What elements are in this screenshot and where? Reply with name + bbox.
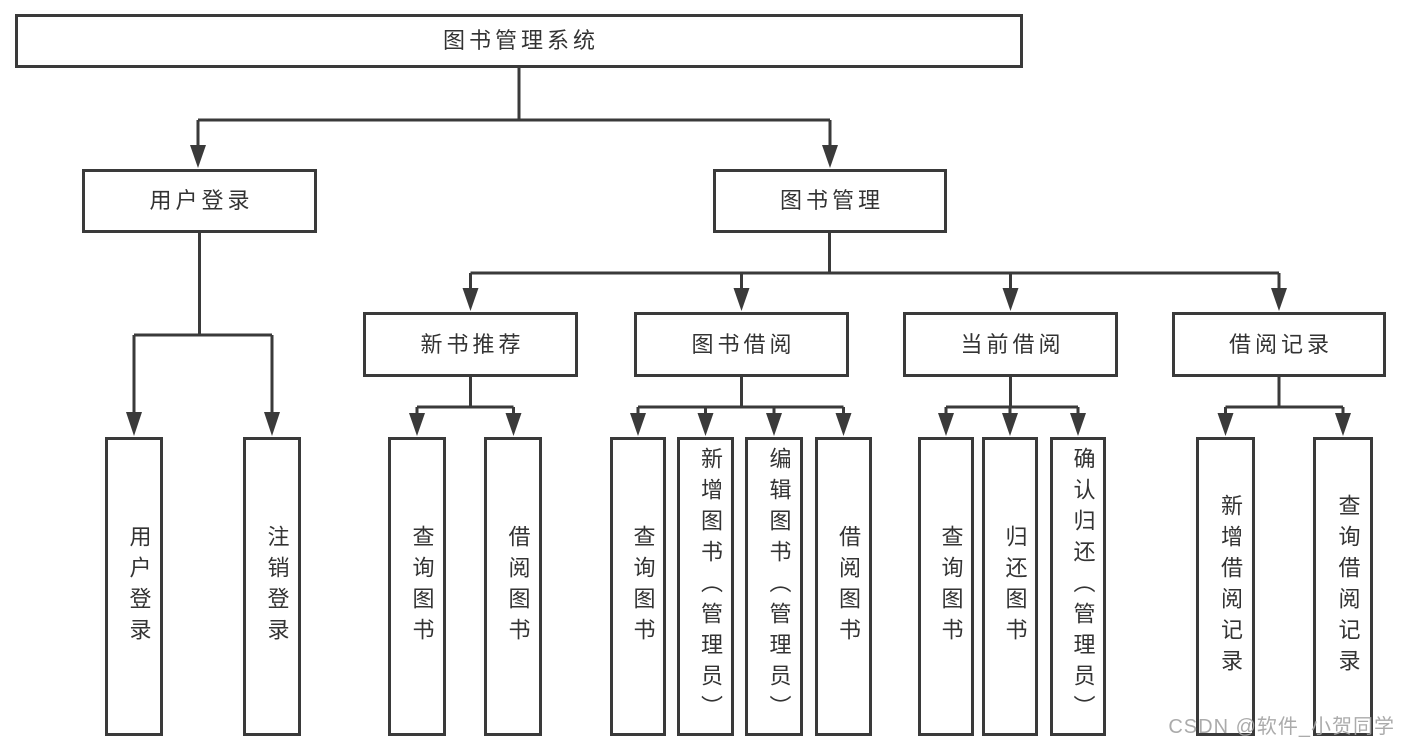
leaf-logout: 注销登录	[243, 437, 301, 736]
node-current-borrowing: 当前借阅	[903, 312, 1118, 377]
arrowhead	[264, 412, 280, 436]
leaf-confirm-return-admin-label: 确认归还（管理员）	[1070, 447, 1096, 726]
connector-rec-to-leaves	[415, 377, 515, 415]
leaf-add-book-admin-label: 新增图书（管理员）	[698, 447, 723, 726]
arrowhead	[630, 413, 646, 436]
arrowhead	[126, 412, 142, 436]
node-root: 图书管理系统	[15, 14, 1023, 68]
node-new-book-recommend-label: 新书推荐	[420, 331, 525, 357]
leaf-query-borrow-record-label: 查询借阅记录	[1335, 493, 1361, 680]
leaf-add-borrow-record: 新增借阅记录	[1196, 437, 1255, 736]
node-root-label: 图书管理系统	[442, 28, 599, 53]
leaf-borrow-books-recommend-label: 借阅图书	[505, 524, 531, 649]
leaf-add-borrow-record-label: 新增借阅记录	[1218, 493, 1243, 680]
arrowhead	[1217, 413, 1234, 436]
arrowhead	[766, 413, 782, 436]
leaf-query-books-current: 查询图书	[918, 437, 974, 736]
node-borrowing-records-label: 借阅记录	[1228, 331, 1333, 357]
node-book-borrowing-label: 图书借阅	[691, 331, 796, 357]
connector-login-to-leaves	[132, 233, 274, 414]
arrowhead	[835, 413, 852, 436]
connector-mgmt-to-level2	[469, 233, 1281, 291]
node-new-book-recommend: 新书推荐	[363, 312, 578, 377]
arrowheads	[126, 145, 1351, 436]
arrowhead	[938, 413, 954, 436]
arrowhead	[1335, 413, 1351, 436]
connector-borrow-to-leaves	[636, 377, 845, 415]
connector-current-to-leaves	[944, 377, 1080, 415]
arrowhead	[1002, 288, 1019, 311]
arrowhead	[697, 413, 714, 436]
leaf-confirm-return-admin: 确认归还（管理员）	[1050, 437, 1106, 736]
arrowhead	[822, 145, 838, 168]
leaf-query-books-borrowing-label: 查询图书	[630, 524, 656, 649]
arrowhead	[1070, 413, 1086, 436]
node-book-management-label: 图书管理	[779, 188, 884, 213]
leaf-return-books: 归还图书	[982, 437, 1038, 736]
node-user-login-label: 用户登录	[149, 188, 254, 213]
arrowhead	[409, 413, 425, 436]
leaf-logout-label: 注销登录	[264, 524, 290, 649]
leaf-edit-book-admin-label: 编辑图书（管理员）	[766, 447, 792, 726]
leaf-add-book-admin: 新增图书（管理员）	[677, 437, 734, 736]
arrowhead	[733, 288, 750, 311]
node-user-login: 用户登录	[82, 169, 317, 233]
node-book-borrowing: 图书借阅	[634, 312, 849, 377]
arrowhead	[190, 145, 206, 168]
arrowhead	[505, 413, 522, 436]
leaf-borrow-books-recommend: 借阅图书	[484, 437, 542, 736]
leaf-query-borrow-record: 查询借阅记录	[1313, 437, 1373, 736]
arrowhead	[1002, 413, 1018, 436]
node-borrowing-records: 借阅记录	[1172, 312, 1386, 377]
leaf-query-books-borrowing: 查询图书	[610, 437, 666, 736]
leaf-user-login-label: 用户登录	[126, 524, 152, 649]
leaf-return-books-label: 归还图书	[1002, 524, 1028, 649]
connector-records-to-leaves	[1224, 377, 1345, 415]
arrowhead	[1271, 288, 1287, 311]
connector-root-to-level1	[196, 68, 832, 147]
leaf-borrow-books: 借阅图书	[815, 437, 872, 736]
leaf-borrow-books-label: 借阅图书	[836, 524, 861, 649]
leaf-edit-book-admin: 编辑图书（管理员）	[745, 437, 803, 736]
leaf-query-books-recommend-label: 查询图书	[409, 524, 435, 649]
leaf-user-login: 用户登录	[105, 437, 163, 736]
node-current-borrowing-label: 当前借阅	[960, 331, 1065, 357]
leaf-query-books-current-label: 查询图书	[938, 524, 964, 649]
leaf-query-books-recommend: 查询图书	[388, 437, 446, 736]
watermark: CSDN @软件_小贺同学	[1168, 716, 1395, 738]
node-book-management: 图书管理	[713, 169, 947, 233]
arrowhead	[462, 288, 479, 311]
